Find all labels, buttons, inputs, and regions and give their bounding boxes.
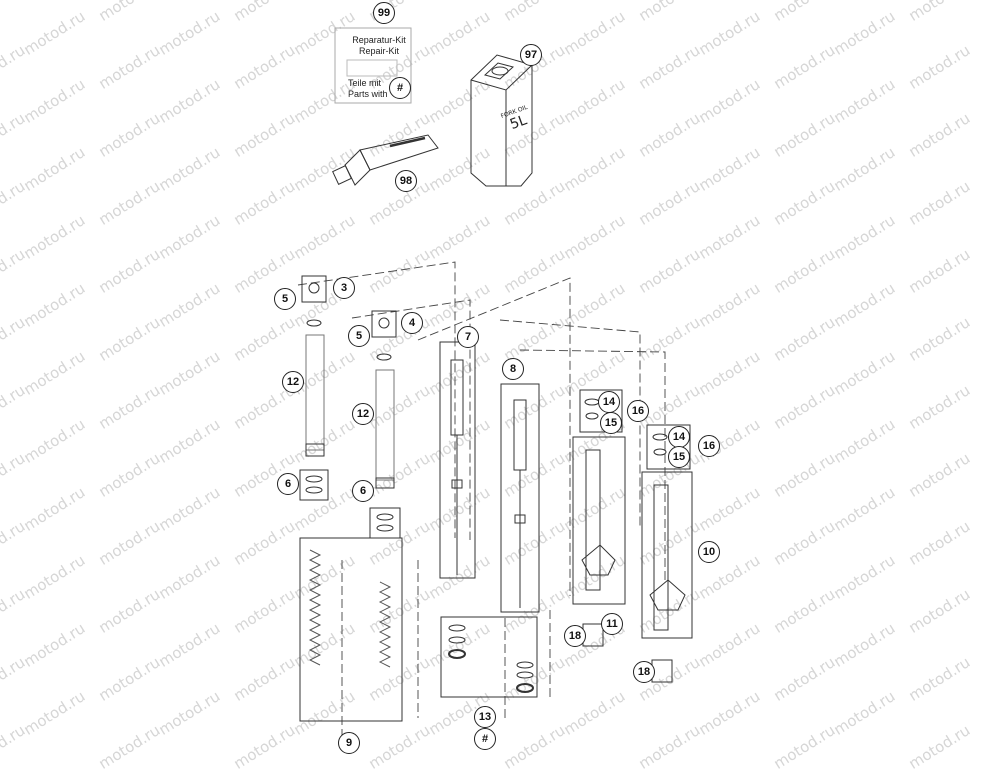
- callout-3: 3: [333, 277, 355, 299]
- grease-tube: [332, 134, 439, 186]
- callout-98: 98: [395, 170, 417, 192]
- callout-10: 10: [698, 541, 720, 563]
- callout-12-right: 12: [352, 403, 374, 425]
- callout-13: 13: [474, 706, 496, 728]
- callout-6-right: 6: [352, 480, 374, 502]
- callout-12-left: 12: [282, 371, 304, 393]
- callout-7: 7: [457, 326, 479, 348]
- callout-4: 4: [401, 312, 423, 334]
- kit-note-line4: Parts with: [348, 89, 388, 99]
- callout-99: 99: [373, 2, 395, 24]
- callout-18-left: 18: [564, 625, 586, 647]
- dashed-guide-lines: [297, 261, 666, 735]
- callout-14-left: 14: [598, 391, 620, 413]
- cartridge-8: [500, 383, 540, 613]
- outer-tube-10: [641, 471, 693, 639]
- fork-cap-4: [371, 310, 397, 361]
- callout-15-right: 15: [668, 446, 690, 468]
- callout-16-right: 16: [698, 435, 720, 457]
- callout-6-left: 6: [277, 473, 299, 495]
- callout-5-right: 5: [348, 325, 370, 347]
- fork-oil-can: [470, 54, 533, 187]
- kit-note-line2: Repair-Kit: [358, 46, 399, 56]
- callout-8: 8: [502, 358, 524, 380]
- callout-11: 11: [601, 613, 623, 635]
- outer-tube-11: [572, 436, 626, 605]
- callout-18-right: 18: [633, 661, 655, 683]
- kit-note-parts: Teile mit Parts with: [348, 78, 388, 100]
- spacer-tube-12-right: [375, 369, 395, 489]
- callout-15-left: 15: [600, 412, 622, 434]
- callout-97: 97: [520, 44, 542, 66]
- callout-5-left: 5: [274, 288, 296, 310]
- callout-13-symbol: #: [474, 728, 496, 750]
- kit-note-line1: Reparatur-Kit: [352, 35, 406, 45]
- callout-9: 9: [338, 732, 360, 754]
- callout-14-right: 14: [668, 426, 690, 448]
- fork-cap-3: [301, 275, 327, 327]
- seal-kit-13: [440, 616, 538, 698]
- spacer-tube-12-left: [305, 334, 325, 457]
- callout-16-left: 16: [627, 400, 649, 422]
- kit-note: Reparatur-Kit Repair-Kit: [347, 35, 411, 57]
- parts-drawing: [297, 27, 693, 735]
- kit-note-symbol: #: [389, 77, 411, 99]
- bleed-screws-18: [582, 623, 673, 683]
- springs-9: [299, 537, 403, 722]
- kit-note-line3: Teile mit: [348, 78, 382, 88]
- repair-kit-bag: [334, 27, 412, 104]
